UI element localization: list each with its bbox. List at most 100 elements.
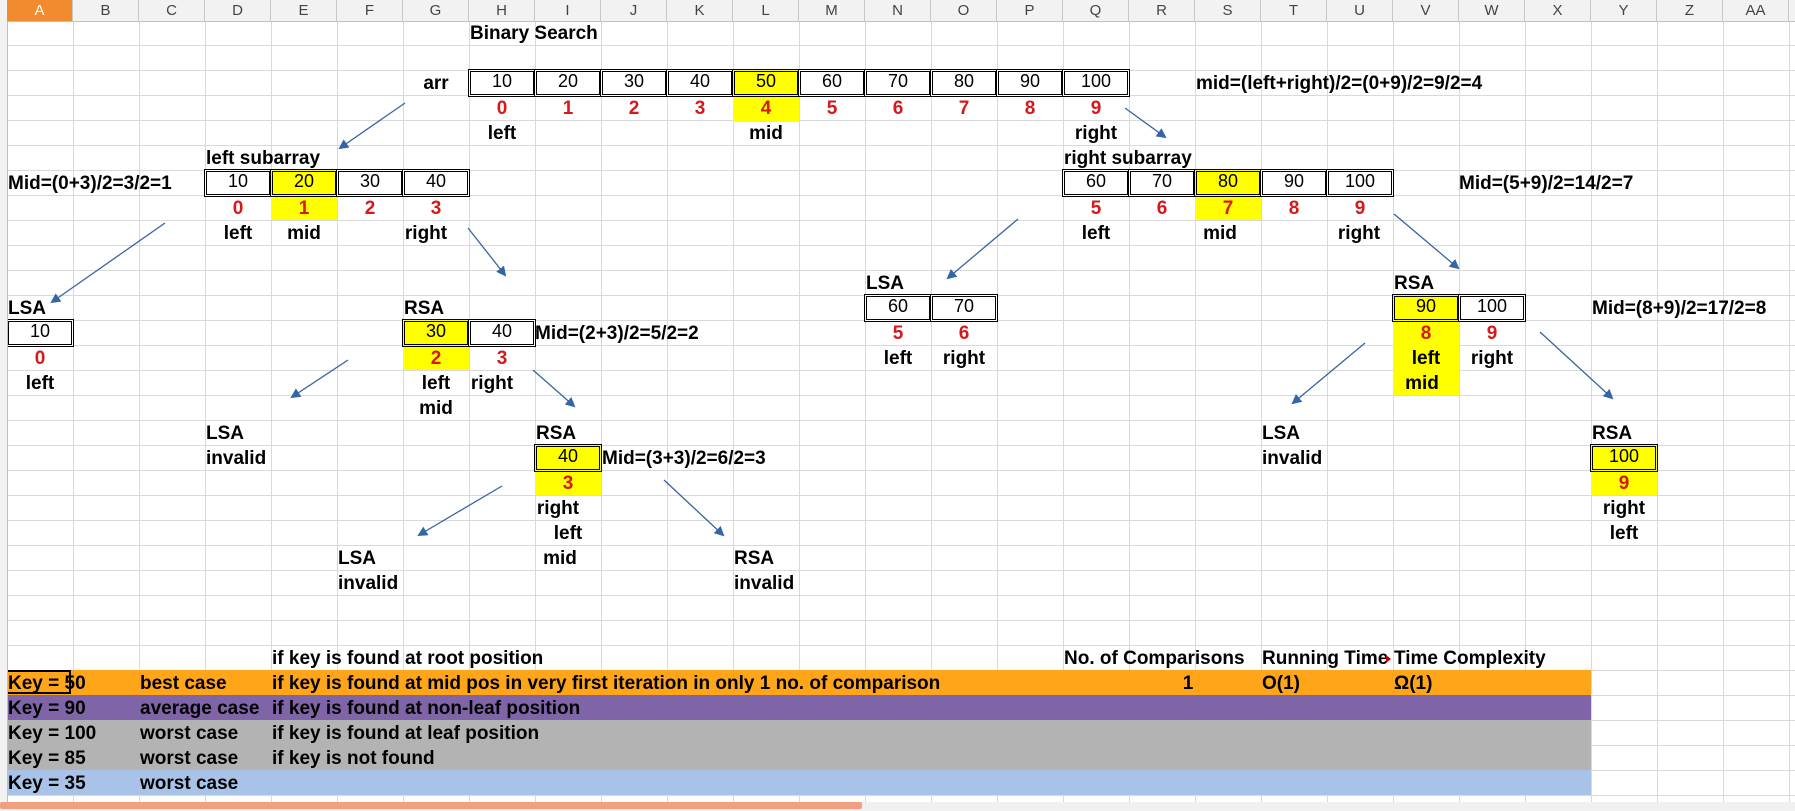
arr-cell-2[interactable]: 30 (600, 69, 668, 97)
column-header-v[interactable]: V (1393, 0, 1459, 21)
table-header-comparisons: No. of Comparisons (1064, 648, 1245, 669)
column-header-z[interactable]: Z (1657, 0, 1723, 21)
column-header-g[interactable]: G (403, 0, 469, 21)
row-case: average case (140, 698, 260, 719)
arrow-left-to-rsa (467, 227, 507, 277)
right-cell-5[interactable]: 60 (1062, 169, 1130, 197)
scrollbar-thumb[interactable] (0, 802, 862, 809)
column-header-s[interactable]: S (1195, 0, 1261, 21)
rrsa-cell-9[interactable]: 100 (1458, 294, 1526, 322)
column-header-f[interactable]: F (337, 0, 403, 21)
left-index-3: 3 (430, 198, 442, 219)
left-cell-1[interactable]: 20 (270, 169, 338, 197)
rrsa2-left-label: left (1609, 523, 1639, 544)
arrow-root-to-left (338, 102, 406, 150)
row-desc: if key is found at non-leaf position (272, 698, 581, 719)
arr-index-4: 4 (760, 98, 772, 119)
rsa-mid-label: mid (419, 398, 453, 419)
arrow-rsa-to-lsa-invalid (290, 359, 349, 399)
column-header-d[interactable]: D (205, 0, 271, 21)
left-cell-0[interactable]: 10 (204, 169, 272, 197)
arr-cell-8[interactable]: 90 (996, 69, 1064, 97)
selected-cell-cursor[interactable] (5, 670, 71, 694)
left-cell-3[interactable]: 40 (402, 169, 470, 197)
rsa-cell-3[interactable]: 40 (468, 319, 536, 347)
arr-cell-1[interactable]: 20 (534, 69, 602, 97)
left-cell-2[interactable]: 30 (336, 169, 404, 197)
root-mid-label: mid (749, 123, 783, 144)
row-key: Key = 35 (8, 773, 86, 794)
column-header-t[interactable]: T (1261, 0, 1327, 21)
lsa-cell-0[interactable]: 10 (6, 319, 74, 347)
arrow-left-to-lsa (50, 222, 166, 304)
rlsa-index-5: 5 (892, 323, 904, 344)
table-row[interactable] (7, 695, 1591, 720)
arr-cell-0[interactable]: 10 (468, 69, 536, 97)
arr-cell-4[interactable]: 50 (732, 69, 800, 97)
arr-index-9: 9 (1090, 98, 1102, 119)
column-header-k[interactable]: K (667, 0, 733, 21)
rsa2-cell-3[interactable]: 40 (534, 444, 602, 472)
column-header-i[interactable]: I (535, 0, 601, 21)
arr-cell-5[interactable]: 60 (798, 69, 866, 97)
lsa-invalid-2: invalid (206, 448, 267, 469)
column-header-a[interactable]: A (7, 0, 73, 21)
column-header-q[interactable]: Q (1063, 0, 1129, 21)
arrow-right-to-rsa (1393, 213, 1460, 270)
column-header-x[interactable]: X (1525, 0, 1591, 21)
column-header-c[interactable]: C (139, 0, 205, 21)
row-case: best case (140, 673, 227, 694)
right-cell-9[interactable]: 100 (1326, 169, 1394, 197)
row-case: worst case (140, 773, 239, 794)
left-index-0: 0 (232, 198, 244, 219)
table-row[interactable] (7, 770, 1591, 795)
column-header-l[interactable]: L (733, 0, 799, 21)
column-header-b[interactable]: B (73, 0, 139, 21)
rlsa-left-label: left (883, 348, 913, 369)
lsa-label-3: LSA (338, 548, 376, 569)
rsa-cell-2[interactable]: 30 (402, 319, 470, 347)
column-header-bar: A B C D E F G H I J K L M N O P Q R S T … (0, 0, 1795, 22)
arr-cell-7[interactable]: 80 (930, 69, 998, 97)
rrsa-mid-label: mid (1405, 373, 1439, 394)
column-header-p[interactable]: P (997, 0, 1063, 21)
rlsa-cell-6[interactable]: 70 (930, 294, 998, 322)
horizontal-scrollbar[interactable] (0, 802, 1795, 811)
column-header-r[interactable]: R (1129, 0, 1195, 21)
arr-index-6: 6 (892, 98, 904, 119)
table-header-running: Running Time (1262, 648, 1389, 669)
arr-cell-9[interactable]: 100 (1062, 69, 1130, 97)
table-row[interactable] (7, 720, 1591, 745)
right-cell-7[interactable]: 80 (1194, 169, 1262, 197)
rsa-label-5: RSA (1592, 423, 1633, 444)
root-right-label: right (1074, 123, 1118, 144)
column-header-o[interactable]: O (931, 0, 997, 21)
right-cell-6[interactable]: 70 (1128, 169, 1196, 197)
column-header-e[interactable]: E (271, 0, 337, 21)
column-header-m[interactable]: M (799, 0, 865, 21)
rsa-index-3: 3 (496, 348, 508, 369)
column-header-w[interactable]: W (1459, 0, 1525, 21)
arr-cell-3[interactable]: 40 (666, 69, 734, 97)
highlight-root-mid-index (733, 97, 799, 122)
arr-cell-6[interactable]: 70 (864, 69, 932, 97)
row-case: worst case (140, 723, 239, 744)
column-header-u[interactable]: U (1327, 0, 1393, 21)
column-header-y[interactable]: Y (1591, 0, 1657, 21)
table-row[interactable] (7, 745, 1591, 770)
rrsa-cell-8[interactable]: 90 (1392, 294, 1460, 322)
arrow-rsa2-to-rsa (1539, 331, 1614, 400)
column-header-n[interactable]: N (865, 0, 931, 21)
right-cell-8[interactable]: 90 (1260, 169, 1328, 197)
highlight-rsa-right2-index (1591, 470, 1657, 495)
column-header-aa[interactable]: AA (1723, 0, 1789, 21)
column-header-h[interactable]: H (469, 0, 535, 21)
column-header-j[interactable]: J (601, 0, 667, 21)
table-header-complexity: Time Complexity (1394, 648, 1546, 669)
rlsa-cell-5[interactable]: 60 (864, 294, 932, 322)
rrsa2-cell-9[interactable]: 100 (1590, 444, 1658, 472)
rsa-left-label: left (421, 373, 451, 394)
lsa-index-0: 0 (34, 348, 46, 369)
table-row[interactable] (7, 670, 1591, 695)
